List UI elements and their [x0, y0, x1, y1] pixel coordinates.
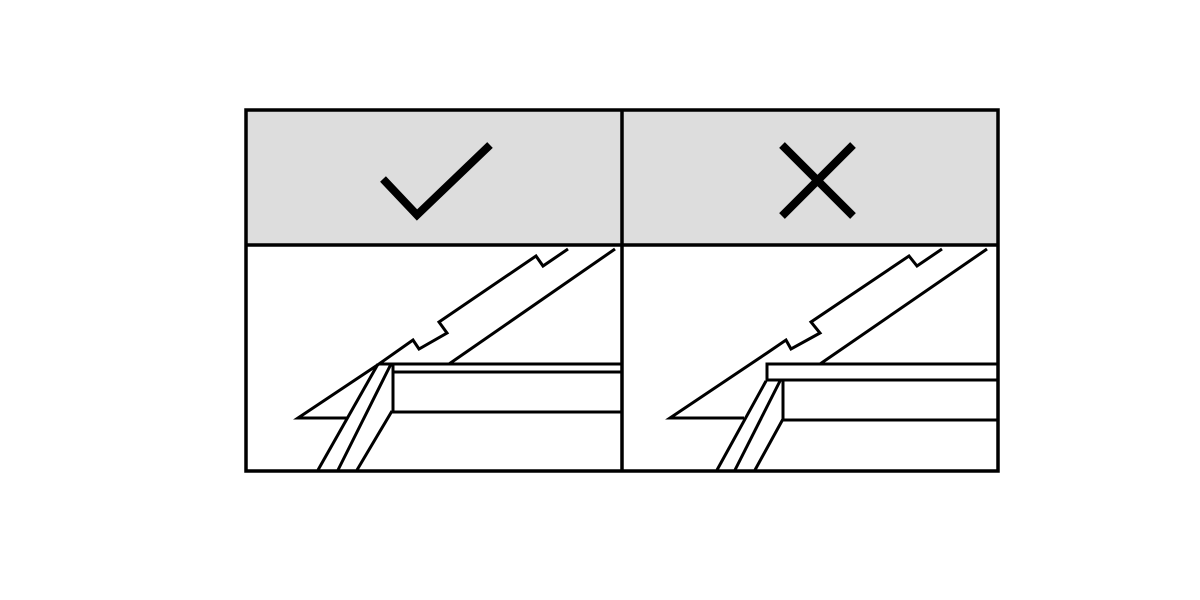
trim-leg — [355, 410, 394, 471]
table-frame — [244, 108, 1000, 473]
roof-underside — [819, 247, 988, 366]
roof-underside — [448, 247, 616, 366]
trim-leg — [336, 363, 393, 471]
trim-leg — [753, 418, 785, 471]
incorrect-installation-drawing — [665, 247, 997, 471]
header-correct — [246, 111, 622, 245]
trim-leg — [316, 363, 380, 471]
trim-leg — [715, 380, 768, 471]
roof-top-edge — [293, 247, 569, 420]
checkmark-icon — [380, 142, 493, 221]
correct-installation-drawing — [293, 247, 621, 471]
trim-leg — [733, 380, 782, 471]
protruding-board — [765, 362, 997, 382]
cross-icon — [779, 142, 856, 219]
roof-top-edge — [665, 247, 943, 420]
